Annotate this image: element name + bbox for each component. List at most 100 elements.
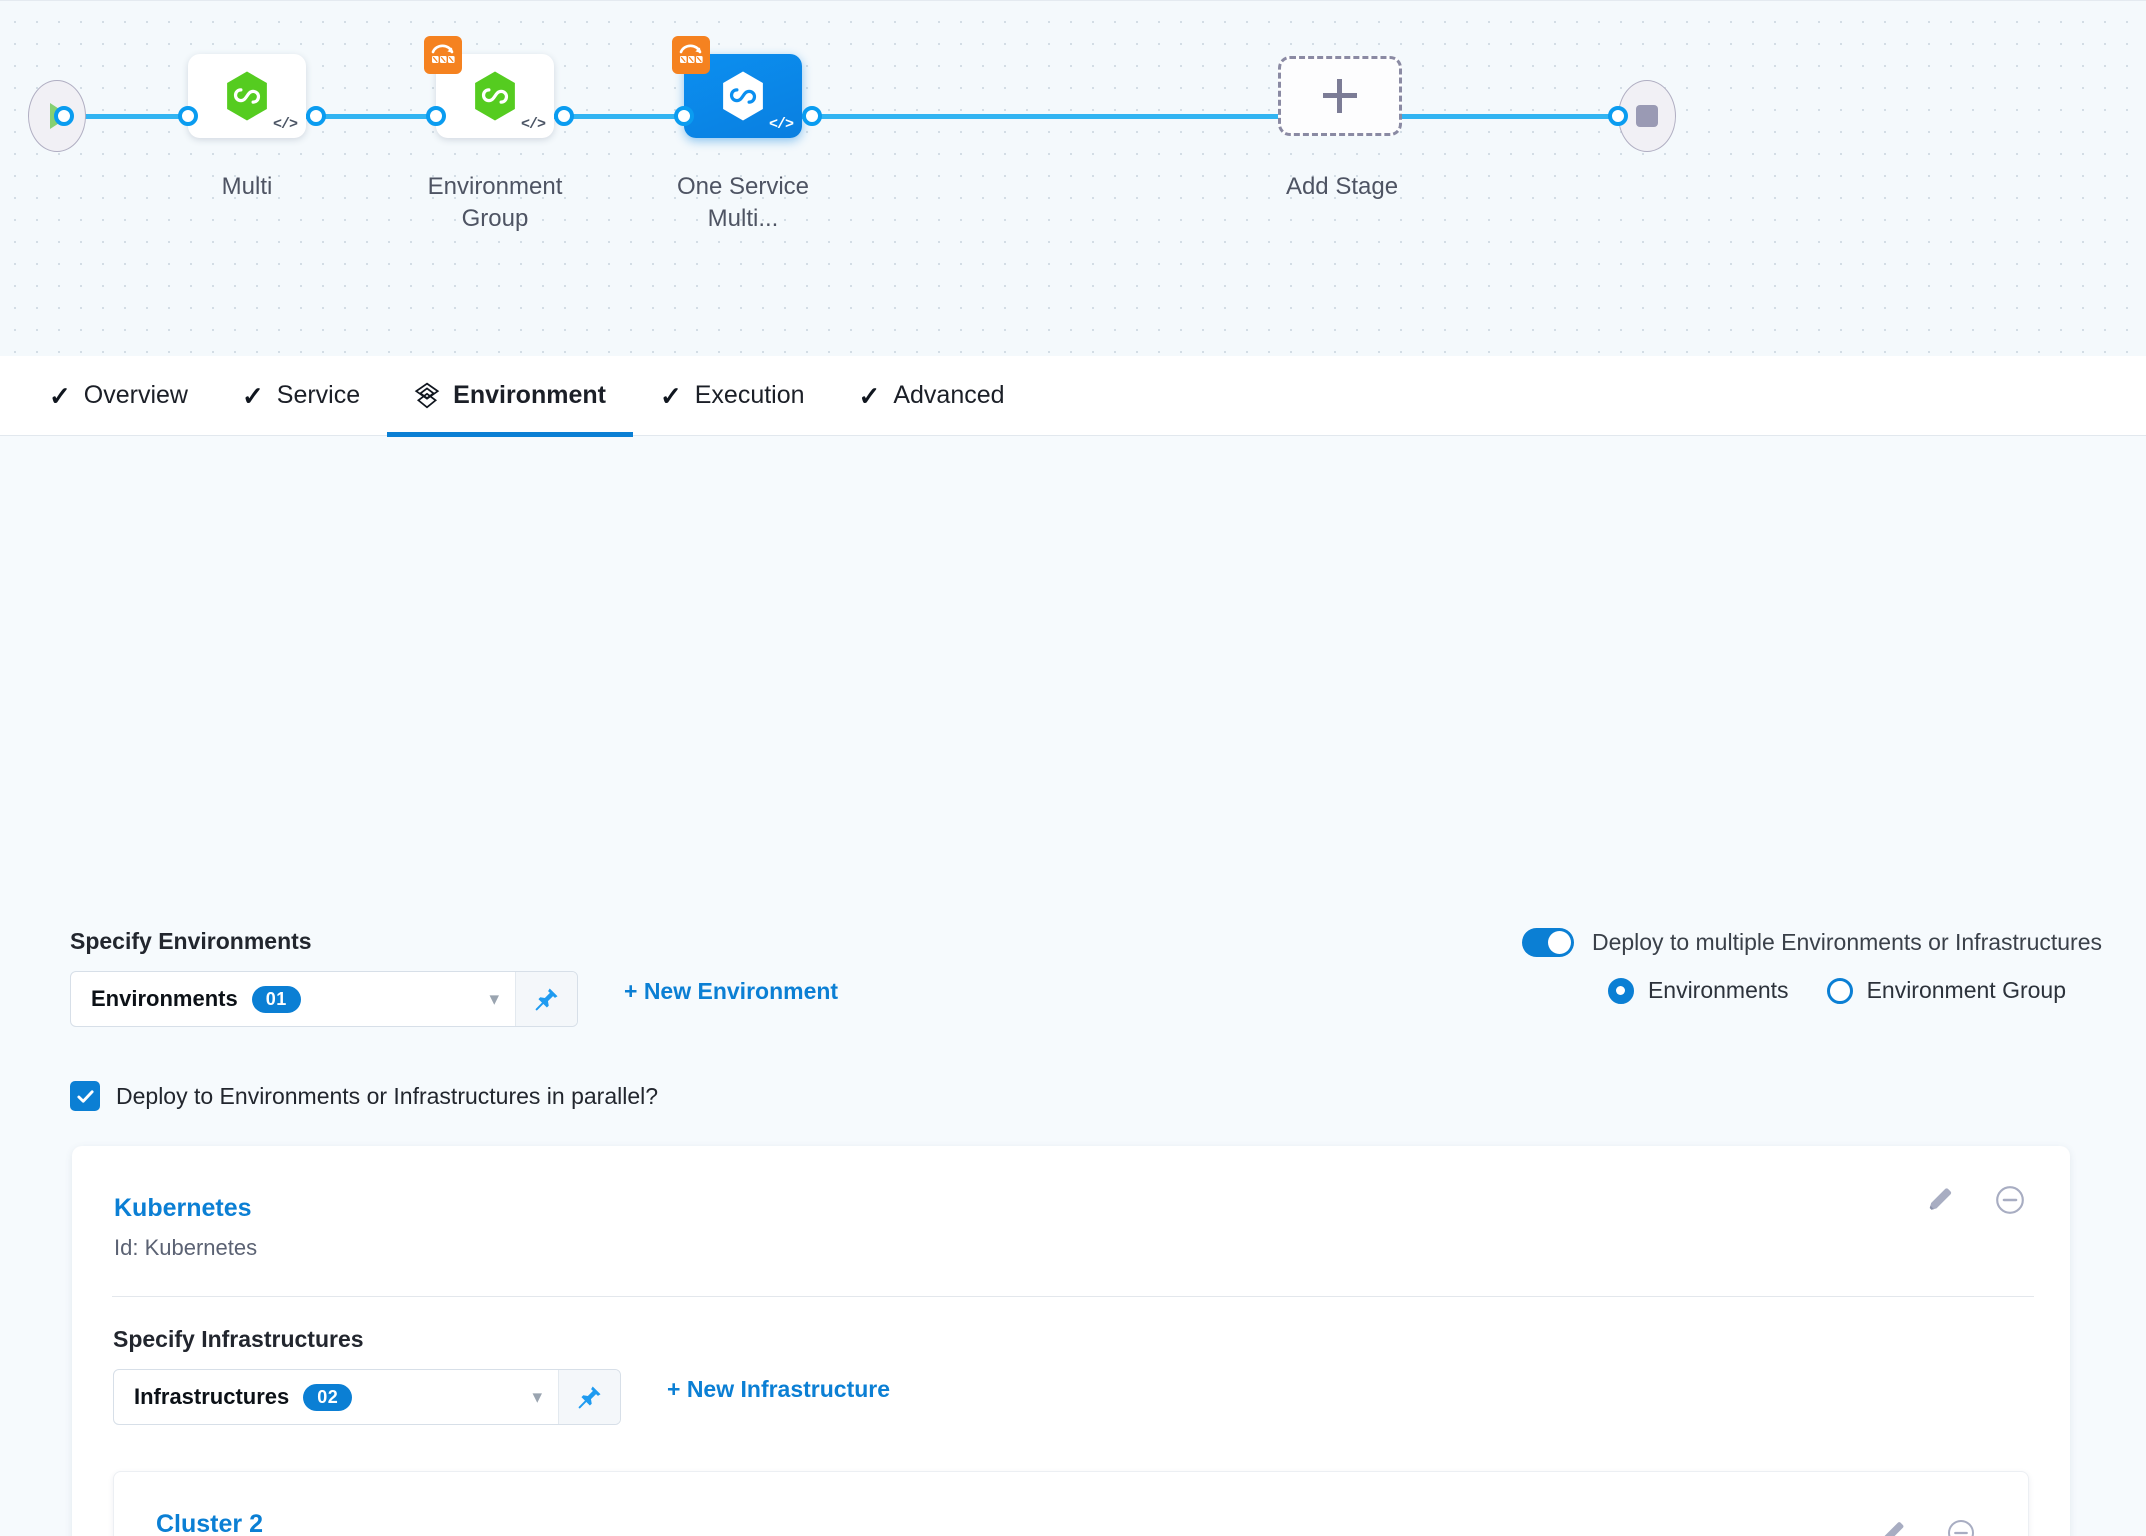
port-node-2-out[interactable] xyxy=(554,106,574,126)
infrastructure-card: Cluster 2 Id: Cluster_2 xyxy=(113,1471,2029,1536)
infrastructure-remove-button[interactable] xyxy=(1946,1518,1976,1536)
tab-overview-label: Overview xyxy=(83,381,188,409)
toggle-knob xyxy=(1547,931,1571,954)
minus-circle-icon xyxy=(1996,1186,2024,1214)
specify-environments-heading: Specify Environments xyxy=(70,928,312,954)
add-stage-label: Add Stage xyxy=(1285,173,1399,200)
check-icon: ✓ xyxy=(49,380,71,411)
specify-infrastructures-group: Specify Infrastructures Infrastructures … xyxy=(113,1326,890,1425)
minus-circle-icon xyxy=(1948,1520,1974,1536)
environment-id-text: Id: Kubernetes xyxy=(114,1235,258,1260)
tab-service-label: Service xyxy=(276,381,361,409)
radio-selected-icon xyxy=(1607,977,1634,1004)
matrix-looping-icon xyxy=(424,36,462,74)
pin-icon xyxy=(535,988,558,1011)
environments-pin-button[interactable] xyxy=(515,972,577,1026)
pin-icon xyxy=(578,1386,601,1409)
pipeline-rail xyxy=(64,114,264,119)
port-node-2-in[interactable] xyxy=(426,106,446,126)
new-environment-link[interactable]: + New Environment xyxy=(624,977,839,1004)
radio-environments[interactable]: Environments xyxy=(1607,977,1789,1004)
tab-advanced[interactable]: ✓ Advanced xyxy=(832,356,1032,436)
pencil-icon xyxy=(1929,1188,1952,1210)
add-stage-button[interactable] xyxy=(1278,56,1402,136)
deploy-multiple-toggle[interactable] xyxy=(1521,928,1574,957)
specify-environments-group: Specify Environments Environments 01 ▾ +… xyxy=(70,928,838,1027)
port-node-1-out[interactable] xyxy=(306,106,326,126)
harness-hex-icon xyxy=(475,71,515,121)
environment-edit-button[interactable] xyxy=(1926,1185,1956,1215)
environment-name-link[interactable]: Kubernetes xyxy=(114,1194,252,1222)
pipeline-stage-label-1: Multi xyxy=(221,173,273,200)
tab-advanced-label: Advanced xyxy=(893,381,1005,409)
radio-unselected-icon xyxy=(1826,977,1853,1004)
infrastructure-card-actions xyxy=(1880,1518,1976,1536)
tab-overview[interactable]: ✓ Overview xyxy=(22,356,215,436)
port-end[interactable] xyxy=(1608,106,1628,126)
infrastructures-count-badge: 02 xyxy=(303,1383,353,1411)
radio-environments-label: Environments xyxy=(1647,977,1789,1003)
environment-remove-button[interactable] xyxy=(1994,1184,2026,1216)
pipeline-rail xyxy=(252,114,452,119)
check-icon: ✓ xyxy=(659,380,682,411)
parallel-deploy-checkbox-row[interactable]: Deploy to Environments or Infrastructure… xyxy=(70,1081,658,1111)
environments-select-main[interactable]: Environments 01 ▾ xyxy=(71,972,515,1026)
deploy-multiple-toggle-row[interactable]: Deploy to multiple Environments or Infra… xyxy=(1521,928,2102,957)
port-node-3-in[interactable] xyxy=(674,106,694,126)
deploy-options-group: Deploy to multiple Environments or Infra… xyxy=(1521,928,2102,1004)
port-node-1-in[interactable] xyxy=(178,106,198,126)
pipeline-canvas[interactable]: </> Multi </> Environment Group xyxy=(0,0,2146,356)
tab-execution[interactable]: ✓ Execution xyxy=(633,356,832,436)
matrix-looping-icon xyxy=(672,36,710,74)
deploy-scope-radio-group[interactable]: Environments Environment Group xyxy=(1607,977,2066,1004)
pipeline-stage-label-2: Environment Group xyxy=(427,173,563,232)
harness-hex-icon xyxy=(227,71,267,121)
chevron-down-icon: ▾ xyxy=(489,988,499,1010)
check-icon xyxy=(76,1089,94,1103)
infrastructure-card-list: Cluster 2 Id: Cluster_2 xyxy=(113,1471,2029,1536)
specify-infrastructures-heading: Specify Infrastructures xyxy=(113,1326,364,1352)
infrastructure-name-link[interactable]: Cluster 2 xyxy=(156,1510,263,1536)
stage-tab-bar[interactable]: ✓ Overview ✓ Service Environment ✓ Execu… xyxy=(0,356,2146,437)
pencil-icon xyxy=(1884,1522,1904,1536)
infrastructures-select[interactable]: Infrastructures 02 ▾ xyxy=(113,1369,621,1425)
chevron-down-icon: ▾ xyxy=(532,1386,542,1408)
pipeline-stage-node-1[interactable]: </> xyxy=(188,54,306,138)
infrastructures-select-value: Infrastructures xyxy=(134,1384,290,1409)
tab-environment[interactable]: Environment xyxy=(387,356,633,437)
check-icon: ✓ xyxy=(858,380,881,411)
deploy-multiple-toggle-label: Deploy to multiple Environments or Infra… xyxy=(1591,929,2102,955)
new-infrastructure-link[interactable]: + New Infrastructure xyxy=(667,1375,891,1402)
parallel-deploy-checkbox-label: Deploy to Environments or Infrastructure… xyxy=(116,1082,659,1109)
code-tag-icon: </> xyxy=(272,116,298,133)
environments-select[interactable]: Environments 01 ▾ xyxy=(70,971,578,1027)
tab-execution-label: Execution xyxy=(694,381,805,409)
code-tag-icon: </> xyxy=(768,116,794,133)
pipeline-stage-node-3[interactable]: </> xyxy=(672,36,802,138)
pipeline-stage-node-2[interactable]: </> xyxy=(424,36,554,138)
port-node-3-out[interactable] xyxy=(802,106,822,126)
environments-count-badge: 01 xyxy=(251,985,301,1013)
pipeline-rail xyxy=(1115,114,1355,119)
code-tag-icon: </> xyxy=(520,116,546,133)
check-icon: ✓ xyxy=(241,380,264,411)
pipeline-rail xyxy=(1350,114,1650,119)
parallel-deploy-checkbox[interactable] xyxy=(70,1081,100,1111)
environment-card-actions xyxy=(1926,1184,2026,1216)
pipeline-stage-label-3: One Service Multi... xyxy=(676,173,810,232)
port-start[interactable] xyxy=(54,106,74,126)
infrastructure-edit-button[interactable] xyxy=(1880,1519,1908,1536)
tab-service[interactable]: ✓ Service xyxy=(215,356,387,436)
stop-icon xyxy=(1636,105,1658,127)
environment-card-divider xyxy=(112,1296,2034,1297)
pipeline-rail xyxy=(925,114,1175,119)
environments-select-value: Environments xyxy=(91,986,238,1011)
tab-environment-label: Environment xyxy=(453,381,606,409)
plus-icon xyxy=(1323,79,1357,113)
layers-icon xyxy=(414,382,440,408)
infrastructures-pin-button[interactable] xyxy=(558,1370,620,1424)
radio-environment-group-label: Environment Group xyxy=(1866,977,2066,1003)
harness-hex-icon xyxy=(723,71,763,121)
infrastructures-select-main[interactable]: Infrastructures 02 ▾ xyxy=(114,1370,558,1424)
radio-environment-group[interactable]: Environment Group xyxy=(1826,977,2066,1004)
